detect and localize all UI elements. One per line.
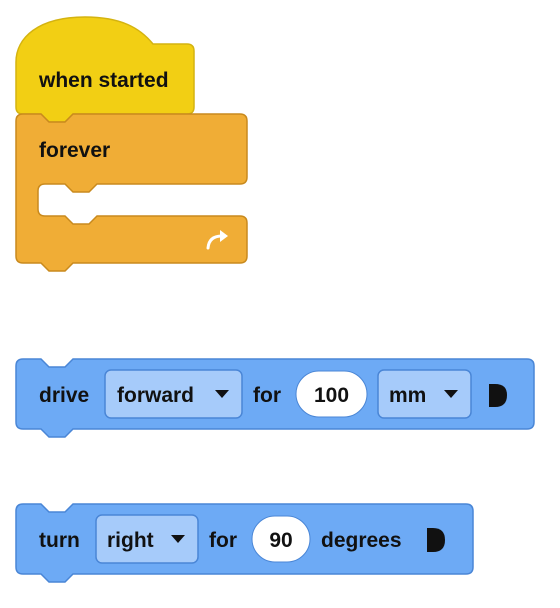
- drive-distance-value: 100: [314, 384, 349, 407]
- drive-direction-value: forward: [117, 384, 194, 407]
- drive-distance-input[interactable]: 100: [295, 370, 368, 418]
- drive-unit-value: mm: [389, 384, 426, 407]
- loop-arrow-icon: [206, 230, 228, 250]
- chevron-down-icon: [444, 390, 458, 398]
- drive-for-label: for: [253, 384, 281, 407]
- turn-angle-input[interactable]: 90: [251, 515, 311, 563]
- drive-unit-dropdown[interactable]: mm: [377, 369, 472, 419]
- forever-block[interactable]: forever: [15, 113, 248, 272]
- chevron-down-icon: [215, 390, 229, 398]
- play-step-icon[interactable]: [427, 528, 445, 552]
- turn-for-label: for: [209, 529, 237, 552]
- when-started-label: when started: [38, 69, 169, 92]
- turn-unit-label: degrees: [321, 529, 402, 552]
- when-started-block[interactable]: when started: [15, 16, 195, 123]
- turn-block[interactable]: turn right for 90 degrees: [15, 503, 474, 583]
- turn-label: turn: [39, 529, 80, 552]
- drive-block[interactable]: drive forward for 100 mm: [15, 358, 535, 438]
- drive-direction-dropdown[interactable]: forward: [104, 369, 243, 419]
- drive-label: drive: [39, 384, 89, 407]
- turn-direction-dropdown[interactable]: right: [95, 514, 199, 564]
- turn-angle-value: 90: [269, 529, 292, 552]
- play-step-icon[interactable]: [489, 384, 507, 407]
- chevron-down-icon: [171, 535, 185, 543]
- forever-label: forever: [39, 139, 110, 162]
- turn-direction-value: right: [107, 529, 154, 552]
